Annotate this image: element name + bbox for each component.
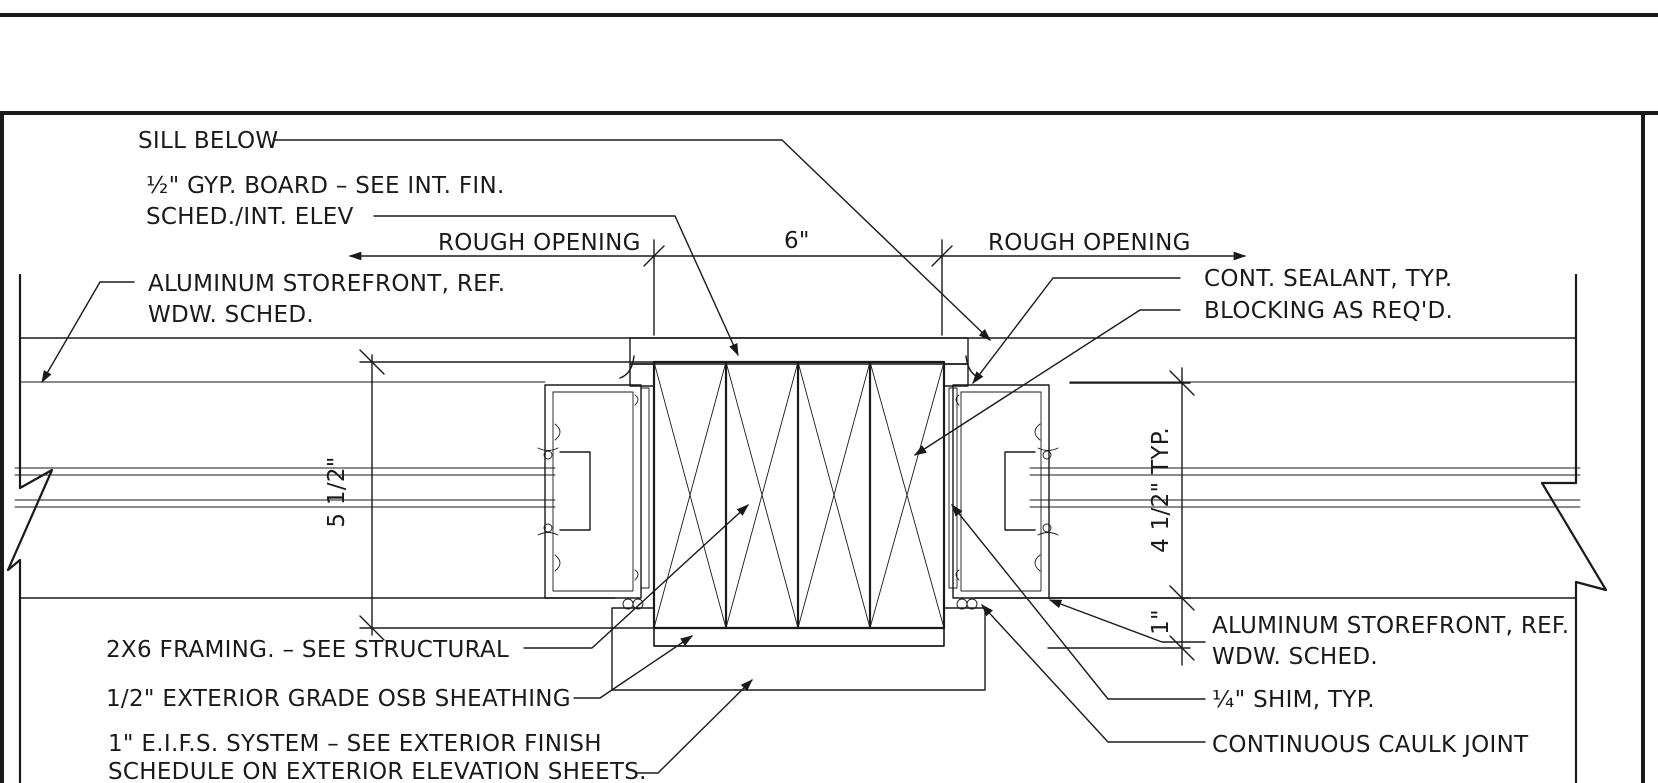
eifs-system xyxy=(611,607,986,691)
label-framing: 2X6 FRAMING. – SEE STRUCTURAL xyxy=(106,637,509,663)
shims-caulk xyxy=(619,355,981,610)
break-lines xyxy=(6,273,1608,783)
label-cont-sealant: CONT. SEALANT, TYP. xyxy=(1204,266,1453,292)
label-dimension-6: 6" xyxy=(784,228,810,254)
dimension-5-half xyxy=(359,349,655,641)
label-blocking: BLOCKING AS REQ'D. xyxy=(1204,298,1453,324)
label-caulk-joint: CONTINUOUS CAULK JOINT xyxy=(1212,732,1529,758)
label-rough-opening-left: ROUGH OPENING xyxy=(438,230,641,256)
label-storefront-left-line1: ALUMINUM STOREFRONT, REF. xyxy=(148,271,505,297)
label-gyp-board-line1: ½" GYP. BOARD – SEE INT. FIN. xyxy=(146,173,505,199)
label-eifs-line2: SCHEDULE ON EXTERIOR ELEVATION SHEETS. xyxy=(108,759,647,783)
label-dimension-4-half: 4 1/2" TYP. xyxy=(1148,427,1174,553)
label-dimension-5-half: 5 1/2" xyxy=(324,456,350,527)
label-gyp-board-line2: SCHED./INT. ELEV xyxy=(146,204,354,230)
label-dimension-1: 1" xyxy=(1148,609,1174,635)
storefront-frame-left xyxy=(537,384,642,599)
osb-sheathing xyxy=(653,627,945,647)
label-storefront-right-line2: WDW. SCHED. xyxy=(1212,644,1378,670)
label-sill-below: SILL BELOW xyxy=(138,128,278,154)
label-rough-opening-right: ROUGH OPENING xyxy=(988,230,1191,256)
stud-framing xyxy=(652,360,946,630)
label-storefront-left-line2: WDW. SCHED. xyxy=(148,302,314,328)
label-eifs-line1: 1" E.I.F.S. SYSTEM – SEE EXTERIOR FINISH xyxy=(108,731,602,757)
label-storefront-right-line1: ALUMINUM STOREFRONT, REF. xyxy=(1212,613,1569,639)
dimension-4-half xyxy=(1047,367,1195,666)
leader-lines xyxy=(41,139,1206,774)
label-osb-sheathing: 1/2" EXTERIOR GRADE OSB SHEATHING xyxy=(106,686,571,712)
label-shim: ¼" SHIM, TYP. xyxy=(1212,687,1375,713)
dimension-rough-opening xyxy=(348,239,1247,336)
sheet-border xyxy=(0,13,1658,783)
storefront-frame-right xyxy=(952,384,1059,599)
